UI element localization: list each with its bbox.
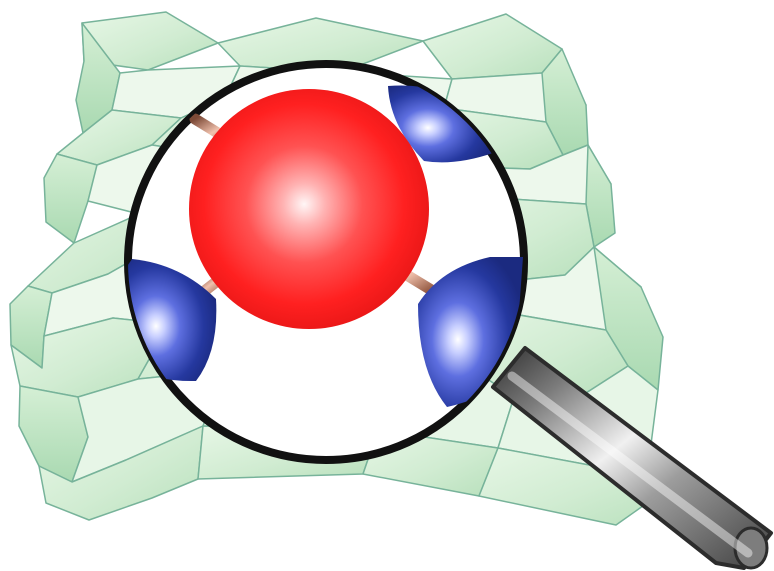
magnifying-glass-icon	[491, 346, 773, 570]
oxygen-atom	[189, 89, 429, 329]
